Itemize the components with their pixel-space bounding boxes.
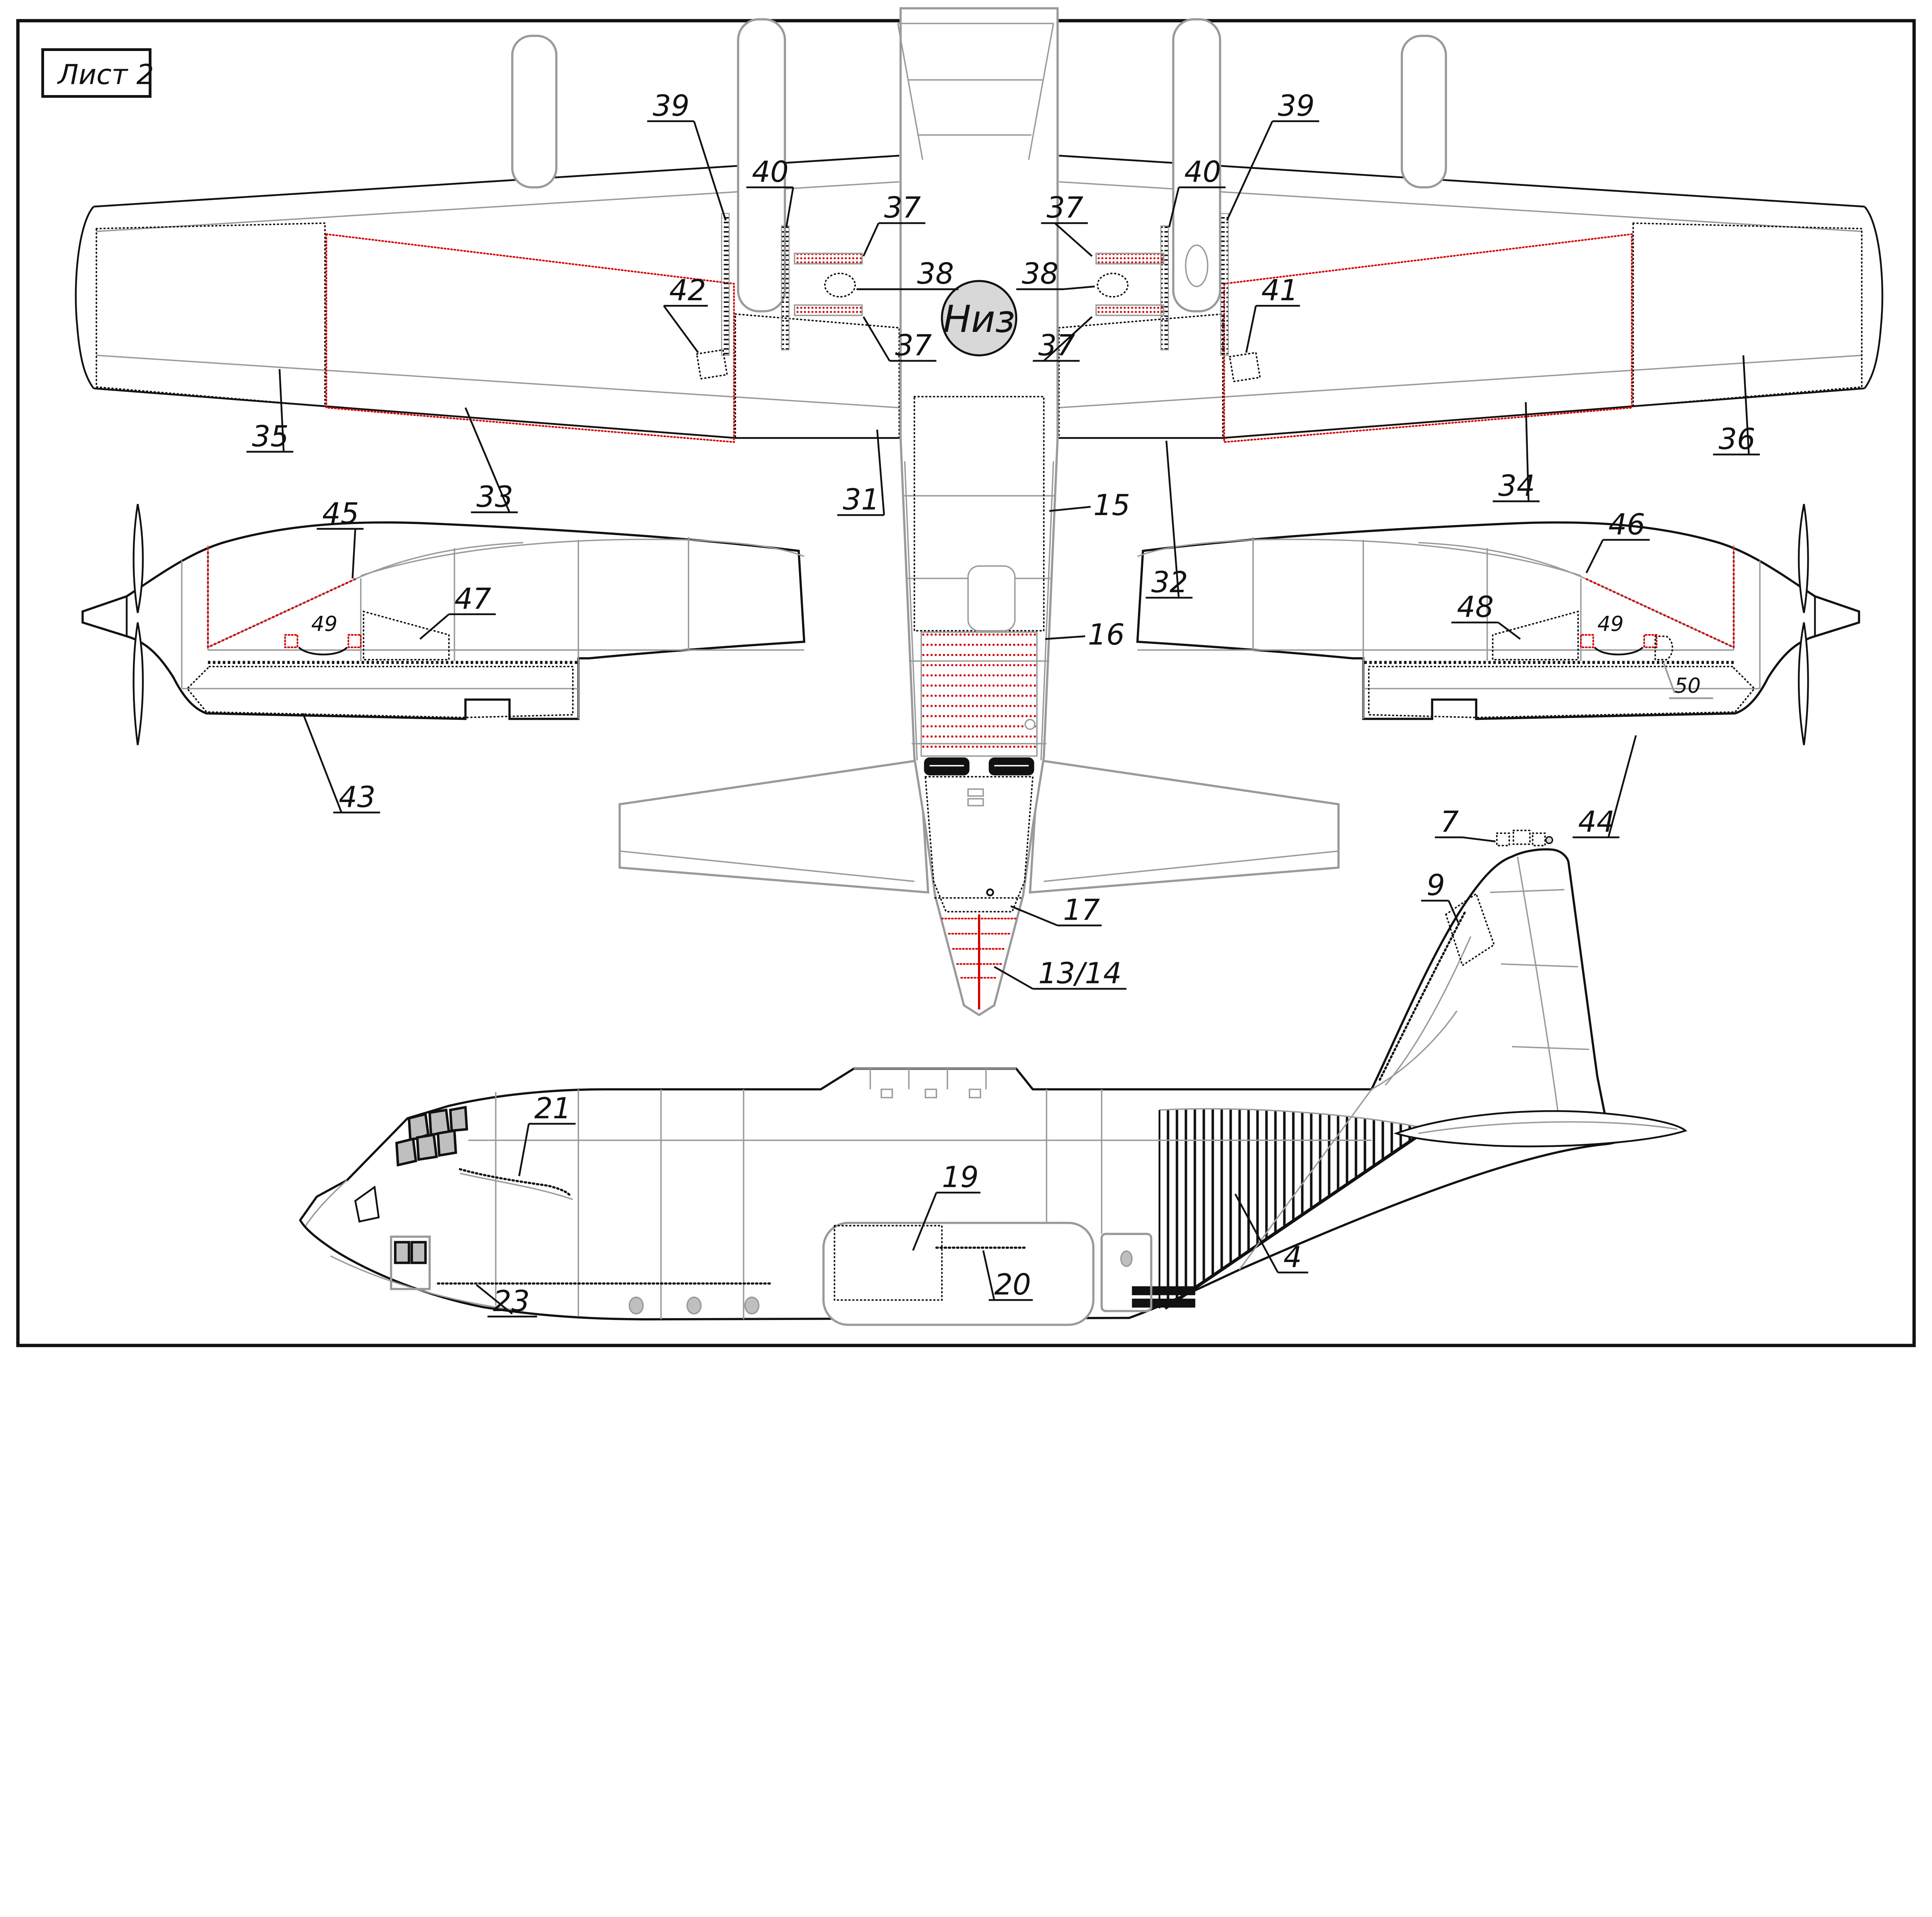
callout-45: 45 [322, 497, 359, 530]
strip-40-right [1160, 225, 1169, 350]
sheet-title: Лист 2 [57, 58, 154, 90]
drawing-sheet: Лист 2 [16, 7, 1916, 1347]
callout-39-left: 39 [653, 89, 689, 122]
region-31 [735, 313, 900, 439]
line-21 [459, 1168, 571, 1197]
sheet-title-box [41, 48, 152, 98]
callout-42: 42 [669, 274, 706, 307]
callout-31: 31 [843, 483, 879, 517]
region-17 [924, 776, 1034, 913]
callout-15: 15 [1094, 488, 1130, 522]
callout-36: 36 [1719, 422, 1755, 456]
callout-39-right: 39 [1278, 89, 1315, 122]
paratroop-door [1100, 1233, 1153, 1312]
callout-16: 16 [1088, 618, 1124, 651]
panel-41 [1229, 352, 1261, 383]
callout-38-left: 38 [917, 257, 954, 291]
region-16 [920, 631, 1038, 757]
callout-19: 19 [942, 1160, 979, 1194]
panel-42 [696, 349, 728, 380]
nacelle-side-left [83, 504, 804, 745]
center-section-panels [696, 213, 1261, 383]
region-34 [1223, 233, 1633, 443]
crew-door [390, 1235, 431, 1290]
callout-9: 9 [1427, 869, 1445, 902]
callout-49-left: 49 [311, 611, 337, 636]
callout-4: 4 [1283, 1240, 1302, 1274]
callout-50: 50 [1675, 674, 1701, 698]
callout-43: 43 [339, 780, 376, 814]
callout-32: 32 [1151, 566, 1188, 599]
callout-37-left-lower: 37 [895, 329, 932, 362]
nacelle-inboard-left-plan [737, 18, 786, 313]
nacelles-plan [511, 18, 1447, 313]
strip-40-left [781, 225, 790, 350]
panel-50 [1654, 635, 1673, 661]
region-15 [913, 396, 1045, 632]
strip-39-left [721, 213, 730, 356]
callout-41: 41 [1261, 274, 1298, 307]
stabilizer-plan [618, 759, 1340, 894]
tailplane-side [1393, 1110, 1687, 1148]
strip-37-right-lower [1095, 304, 1165, 316]
cabin-windows [628, 1296, 760, 1315]
door-porthole [1120, 1250, 1133, 1267]
side-view [299, 830, 1687, 1326]
strip-37-left-upper [794, 253, 863, 265]
nacelle-outboard-right-plan [1401, 34, 1447, 189]
sheet-title-block: Лист 2 [41, 48, 154, 98]
callout-13-14: 13/14 [1038, 957, 1122, 990]
bottom-view: Низ [75, 7, 1883, 1016]
callout-46: 46 [1609, 508, 1645, 541]
callout-37-right-upper: 37 [1046, 191, 1083, 225]
region-4 [1132, 1108, 1425, 1310]
fuselage-plan [897, 7, 1059, 1016]
callouts: 39 40 37 38 37 42 39 40 37 38 37 41 35 3… [246, 89, 1760, 1318]
panel-38-left [824, 272, 856, 298]
callout-21: 21 [534, 1092, 571, 1125]
strip-37-right-upper [1095, 253, 1165, 265]
region-19 [833, 1225, 943, 1301]
fin-leading-edge-strip [1379, 910, 1466, 1081]
strip-37-left-lower [794, 304, 863, 316]
callout-47: 47 [454, 582, 491, 616]
region-15-door-cutout [967, 565, 1016, 632]
region-7 [1496, 830, 1553, 847]
callout-38-right: 38 [1022, 257, 1058, 291]
callout-49-right: 49 [1597, 611, 1624, 636]
nacelle-outboard-left-plan [511, 34, 558, 189]
callout-34: 34 [1498, 469, 1535, 503]
nacelle-inboard-right-plan [1172, 18, 1221, 313]
strip-39-right [1220, 213, 1229, 356]
callout-37-right-lower: 37 [1038, 329, 1075, 362]
nacelle-side-right [1138, 504, 1859, 745]
region-33 [325, 233, 735, 443]
view-label: Низ [943, 298, 1015, 341]
wing-plan [75, 155, 1883, 443]
cockpit-glazing [354, 1106, 468, 1290]
callout-40-right: 40 [1184, 155, 1221, 189]
panel-38-right [1097, 272, 1129, 298]
region-35 [95, 222, 326, 407]
region-36 [1632, 222, 1863, 407]
callout-48: 48 [1457, 590, 1493, 624]
aircraft-scheme-svg: Лист 2 [16, 7, 1916, 1347]
view-label-circle: Низ [940, 280, 1017, 357]
region-9 [1445, 892, 1495, 967]
sponson [822, 1221, 1153, 1326]
standby-window [354, 1185, 380, 1223]
region-32 [1058, 313, 1224, 439]
callout-17: 17 [1063, 893, 1100, 927]
callout-7: 7 [1440, 805, 1459, 839]
fin-details [1371, 830, 1589, 1119]
callout-20: 20 [994, 1268, 1031, 1301]
region-13-14 [941, 914, 1017, 1010]
callout-40-left: 40 [752, 155, 789, 189]
callout-37-left-upper: 37 [884, 191, 921, 225]
